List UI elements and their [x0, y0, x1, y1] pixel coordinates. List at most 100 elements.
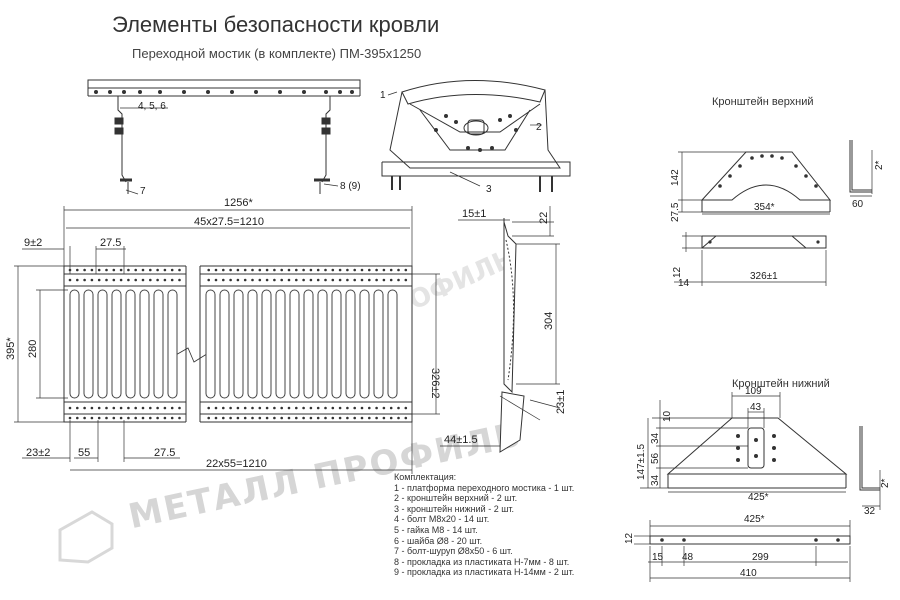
- bolt-hole: [280, 268, 284, 272]
- dim-lower-34b: 34: [650, 474, 661, 486]
- bolt-hole: [243, 416, 247, 420]
- bolt-hole: [156, 268, 159, 272]
- bolt-hole: [214, 268, 218, 272]
- dim-lower-425a: 425*: [748, 492, 769, 503]
- bolt-hole: [287, 416, 291, 420]
- bolt-hole: [258, 278, 262, 282]
- kit-item: 2 - кронштейн верхний - 2 шт.: [394, 493, 518, 504]
- bolt-hole: [324, 278, 327, 282]
- bolt-hole: [368, 416, 371, 420]
- dim-edge-bottom: 23±2: [26, 447, 50, 459]
- kit-item: 3 - кронштейн нижний - 2 шт.: [394, 503, 515, 514]
- bolt-hole: [273, 406, 276, 410]
- bolt-hole: [258, 416, 262, 420]
- bolt-hole: [368, 268, 371, 272]
- dim-lower-15: 15: [652, 552, 664, 563]
- kit-item: 5 - гайка М8 - 14 шт.: [394, 524, 478, 535]
- kit-item: 9 - прокладка из пластиката Н-14мм - 2 ш…: [394, 567, 575, 578]
- bolt-hole: [331, 278, 335, 282]
- bolt-hole: [141, 416, 145, 420]
- bolt-hole: [156, 406, 159, 410]
- bolt-hole: [243, 268, 247, 272]
- bolt-hole: [280, 278, 284, 282]
- dim-upper-326: 326±1: [750, 271, 778, 282]
- bridge-bolt-holes: [94, 90, 354, 94]
- dim-upper-60: 60: [852, 199, 864, 210]
- dim-lower-425b: 425*: [744, 514, 765, 525]
- bolt-hole: [170, 268, 174, 272]
- bolt-hole: [214, 406, 218, 410]
- dim-section-15: 15±1: [462, 208, 486, 220]
- dim-lower-43: 43: [750, 402, 762, 413]
- dim-lower-32: 32: [864, 506, 876, 517]
- bolt-hole: [178, 406, 181, 410]
- bolt-hole: [338, 278, 342, 282]
- bolt-hole: [287, 278, 291, 282]
- platform-section-view: [440, 206, 561, 453]
- bolt-hole: [346, 268, 349, 272]
- dim-bottom-pitch: 22x55=1210: [206, 458, 267, 470]
- bolt-hole: [149, 278, 152, 282]
- bolt-hole: [302, 268, 305, 272]
- bolt-hole: [324, 416, 327, 420]
- callout-3: 3: [486, 184, 492, 195]
- bolt-hole: [397, 416, 400, 420]
- bolt-hole: [105, 278, 108, 282]
- bolt-hole: [243, 406, 247, 410]
- bolt-hole: [324, 406, 327, 410]
- bolt-hole: [338, 416, 342, 420]
- bolt-hole: [141, 406, 145, 410]
- bolt-hole: [265, 416, 269, 420]
- bolt-hole: [207, 278, 210, 282]
- bolt-hole: [316, 406, 320, 410]
- kit-item: 6 - шайба Ø8 - 20 шт.: [394, 535, 483, 546]
- bolt-hole: [90, 278, 94, 282]
- bridge-side-view: [87, 79, 361, 195]
- bolt-hole: [295, 406, 298, 410]
- bolt-hole: [360, 406, 364, 410]
- bolt-hole: [375, 406, 378, 410]
- bolt-hole: [229, 406, 232, 410]
- bolt-hole: [324, 268, 327, 272]
- bolt-hole: [68, 406, 72, 410]
- bolt-hole: [222, 268, 225, 272]
- bolt-hole: [404, 278, 408, 282]
- bolt-hole: [360, 268, 364, 272]
- dim-inner-280: 280: [27, 340, 39, 358]
- upper-bracket-header: Кронштейн верхний: [712, 96, 814, 108]
- kit-heading: Комплектация:: [394, 472, 457, 482]
- bolt-hole: [112, 268, 116, 272]
- bolt-hole: [222, 416, 225, 420]
- bolt-hole: [207, 406, 210, 410]
- bolt-hole: [229, 278, 232, 282]
- kit-item: 4 - болт М8х20 - 14 шт.: [394, 514, 490, 525]
- bolt-hole: [97, 406, 101, 410]
- bolt-hole: [382, 268, 386, 272]
- bolt-hole: [112, 406, 116, 410]
- bolt-hole: [280, 406, 284, 410]
- bolt-hole: [170, 416, 174, 420]
- bolt-hole: [119, 278, 123, 282]
- bolt-hole: [375, 268, 378, 272]
- assembly-isometric: [381, 79, 571, 192]
- bolt-hole: [214, 416, 218, 420]
- bolt-hole: [97, 416, 101, 420]
- bolt-hole: [273, 416, 276, 420]
- dim-pitch-top: 27.5: [100, 237, 121, 249]
- bolt-hole: [76, 278, 79, 282]
- bolt-hole: [68, 416, 72, 420]
- kit-item: 7 - болт-шуруп Ø8х50 - 6 шт.: [394, 546, 513, 557]
- bolt-hole: [229, 268, 232, 272]
- bolt-hole: [309, 278, 313, 282]
- dim-bottom-55: 55: [78, 447, 90, 459]
- upper-bracket-drawing: [674, 140, 873, 286]
- bolt-hole: [316, 416, 320, 420]
- dim-total-length: 1256*: [224, 197, 253, 209]
- bolt-hole: [382, 406, 386, 410]
- bolt-hole: [163, 416, 167, 420]
- bolt-hole: [316, 278, 320, 282]
- bolt-hole: [287, 406, 291, 410]
- bolt-hole: [346, 406, 349, 410]
- bolt-hole: [134, 278, 137, 282]
